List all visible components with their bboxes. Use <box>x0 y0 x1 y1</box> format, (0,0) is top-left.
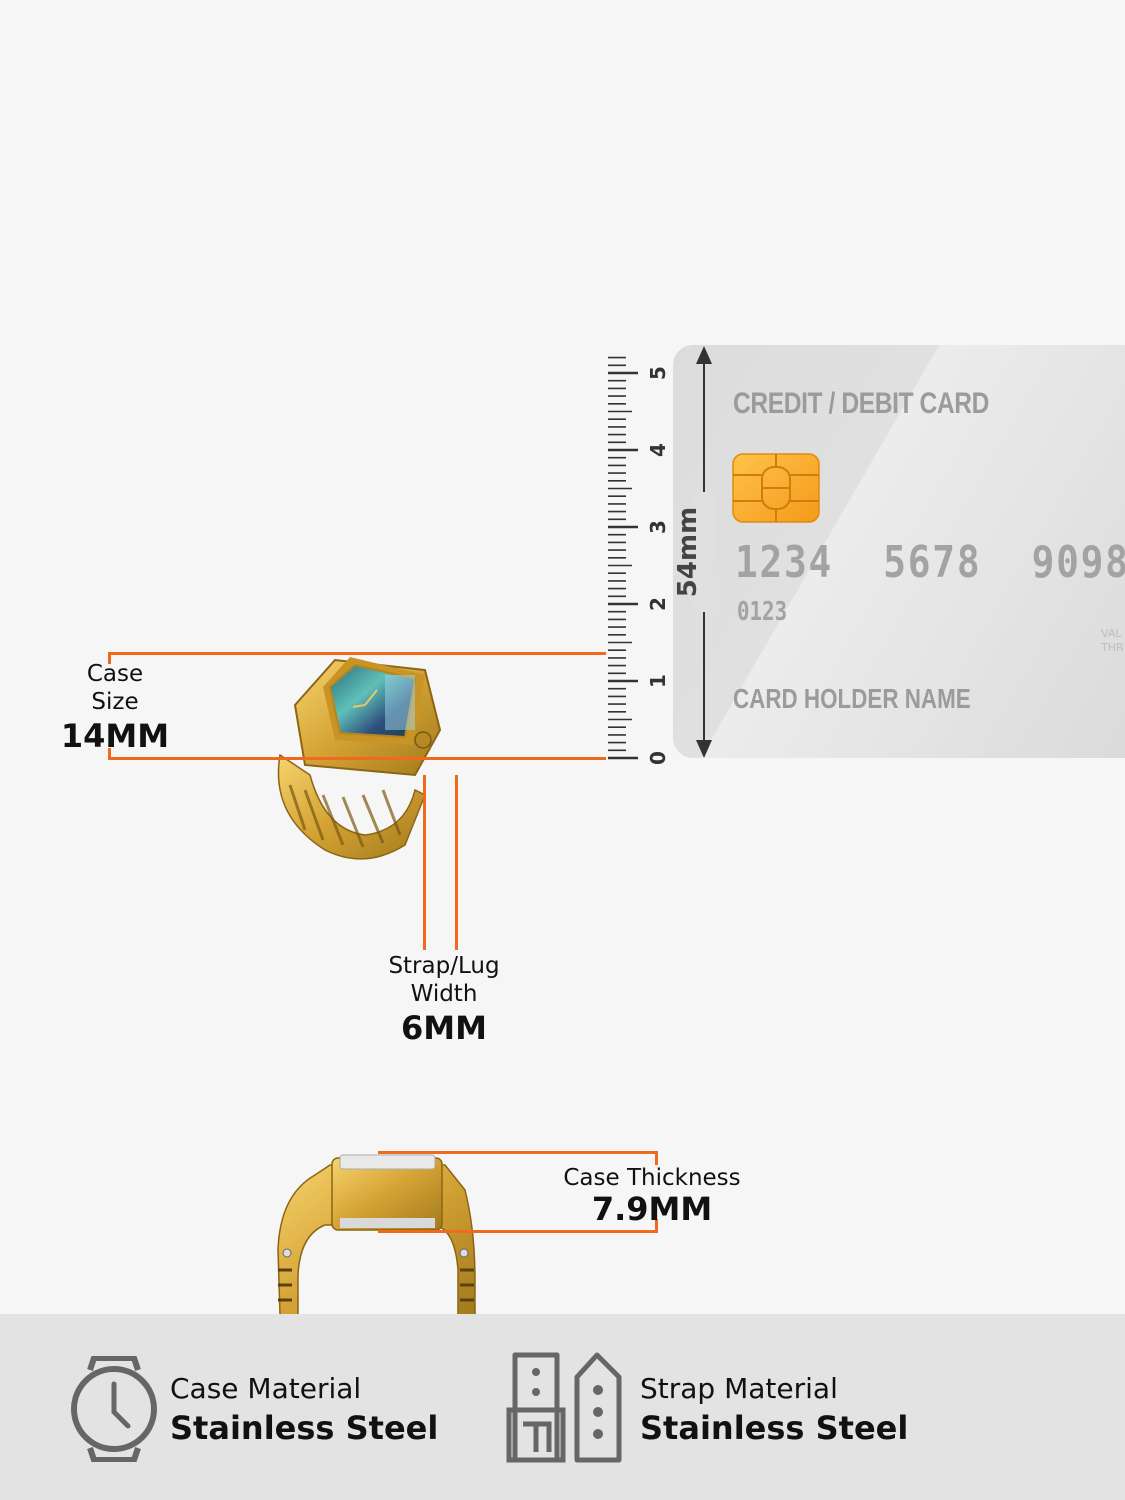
watch-ring-image <box>277 657 442 860</box>
strap-lug-value: 6MM <box>401 1009 487 1047</box>
ruler: 0 1 2 3 4 5 <box>608 356 670 765</box>
case-thickness-text: Case Thickness <box>563 1165 741 1191</box>
strap-lug-label: Strap/Lug Width 6MM <box>374 952 514 1048</box>
card-holder-name: CARD HOLDER NAME <box>733 683 971 714</box>
ruler-label: 4 <box>646 443 670 457</box>
card-title: CREDIT / DEBIT CARD <box>733 387 989 420</box>
case-material-value: Stainless Steel <box>170 1409 439 1447</box>
length-arrow <box>694 346 714 758</box>
ruler-label: 0 <box>646 751 670 765</box>
case-size-bottom-tick <box>108 748 111 760</box>
case-size-top-line <box>108 652 606 655</box>
case-size-value: 14MM <box>60 717 170 755</box>
strap-lug-left-line <box>423 775 426 950</box>
card-valid-text-value: VAL THR <box>1101 627 1124 654</box>
strap-lug-line1: Strap/Lug <box>388 953 500 979</box>
case-material-label: Case Material <box>170 1372 362 1405</box>
thickness-bottom-tick <box>655 1219 658 1233</box>
thickness-top-tick <box>655 1151 658 1165</box>
case-size-line2: Size <box>91 689 139 715</box>
strap-material-value: Stainless Steel <box>640 1409 909 1447</box>
case-thickness-value: 7.9MM <box>591 1190 713 1228</box>
case-size-label: Case Size 14MM <box>60 660 170 756</box>
credit-card-reference: CREDIT / DEBIT CARD 1234 5678 9098 0123 … <box>673 345 1125 758</box>
case-size-line1: Case <box>86 661 144 687</box>
ruler-label: 5 <box>646 366 670 380</box>
case-size-top-tick <box>108 652 111 664</box>
ruler-label: 3 <box>646 520 670 534</box>
strap-lug-right-line <box>455 775 458 950</box>
ruler-label: 2 <box>646 597 670 611</box>
thickness-bottom-line <box>378 1230 658 1233</box>
strap-material-label: Strap Material <box>640 1372 838 1405</box>
card-number: 1234 5678 9098 <box>735 537 1125 588</box>
card-valid-text: VAL THR <box>1101 627 1124 655</box>
case-size-bottom-line <box>108 757 606 760</box>
card-sub-number: 0123 <box>737 597 788 627</box>
strap-icon <box>506 1352 622 1463</box>
watch-ring-side-image <box>277 1154 476 1315</box>
thickness-top-line <box>378 1151 658 1154</box>
watch-icon <box>71 1356 157 1462</box>
strap-lug-line2: Width <box>410 981 478 1007</box>
card-length-label: 54mm <box>673 506 703 598</box>
ruler-label: 1 <box>646 674 670 688</box>
case-thickness-label: Case Thickness 7.9MM <box>560 1164 744 1226</box>
card-chip-icon <box>732 453 820 523</box>
materials-strip: Case Material Stainless Steel Strap Mate… <box>0 1314 1125 1500</box>
